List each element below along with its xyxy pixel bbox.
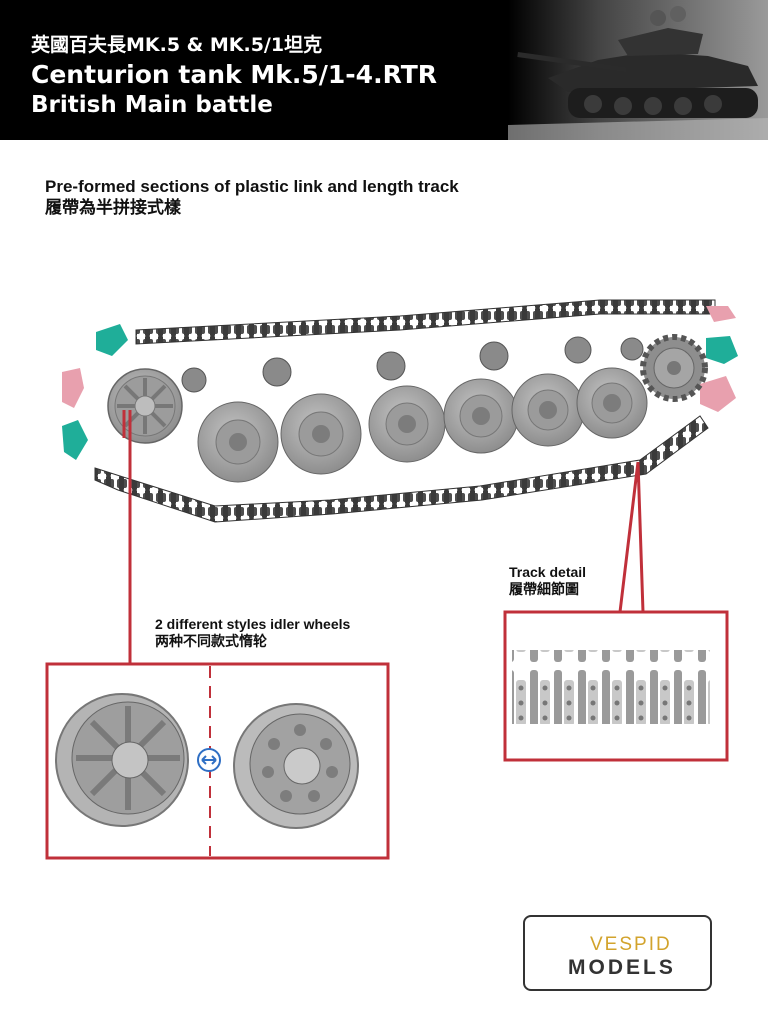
road-wheels [197, 367, 648, 483]
logo-brand-top: VESPID [590, 934, 672, 955]
section-title-chinese: 履帶為半拼接式樣 [45, 198, 181, 217]
road-wheel [280, 393, 362, 475]
upper-track-run [135, 299, 716, 345]
idler-wheels-label: 2 different styles idler wheels 两种不同款式惰轮 [155, 616, 350, 650]
swap-arrows-icon [197, 748, 221, 772]
road-wheel [511, 373, 585, 447]
track-callout-lines [618, 461, 645, 613]
drive-sprocket [640, 334, 708, 402]
hub-caps [181, 336, 644, 393]
header-subtitle: British Main battle [31, 92, 273, 118]
idler-style-b [233, 703, 359, 829]
section-title: Pre-formed sections of plastic link and … [45, 176, 459, 218]
tank-photo [508, 0, 768, 140]
lower-track-run [94, 415, 709, 523]
idler-style-a [55, 693, 189, 827]
idler-wheel-spoked [107, 368, 183, 444]
track-detail-label: Track detail 履帶細節圖 [509, 564, 586, 598]
idler-wheels-label-english: 2 different styles idler wheels [155, 616, 351, 632]
idler-wheels-label-chinese: 两种不同款式惰轮 [155, 633, 267, 649]
section-title-english: Pre-formed sections of plastic link and … [45, 177, 459, 196]
track-detail-label-chinese: 履帶細節圖 [509, 581, 579, 597]
vespid-models-logo [523, 915, 712, 991]
idler-callout-lines [122, 410, 132, 664]
road-wheel [197, 401, 279, 483]
teal-track-parts [62, 324, 738, 460]
track-detail-label-english: Track detail [509, 564, 587, 580]
idler-comparison-box [45, 662, 390, 860]
road-wheel [368, 385, 446, 463]
road-wheel [443, 378, 519, 454]
track-detail-box [503, 610, 729, 762]
header-banner: 英國百夫長MK.5 & MK.5/1坦克 Centurion tank Mk.5… [0, 0, 768, 140]
logo-brand-bottom: MODELS [568, 956, 676, 979]
header-title-chinese: 英國百夫長MK.5 & MK.5/1坦克 [31, 34, 323, 56]
header-title-model: Centurion tank Mk.5/1-4.RTR [31, 60, 437, 89]
pink-track-parts [62, 306, 736, 412]
road-wheel [576, 367, 648, 439]
